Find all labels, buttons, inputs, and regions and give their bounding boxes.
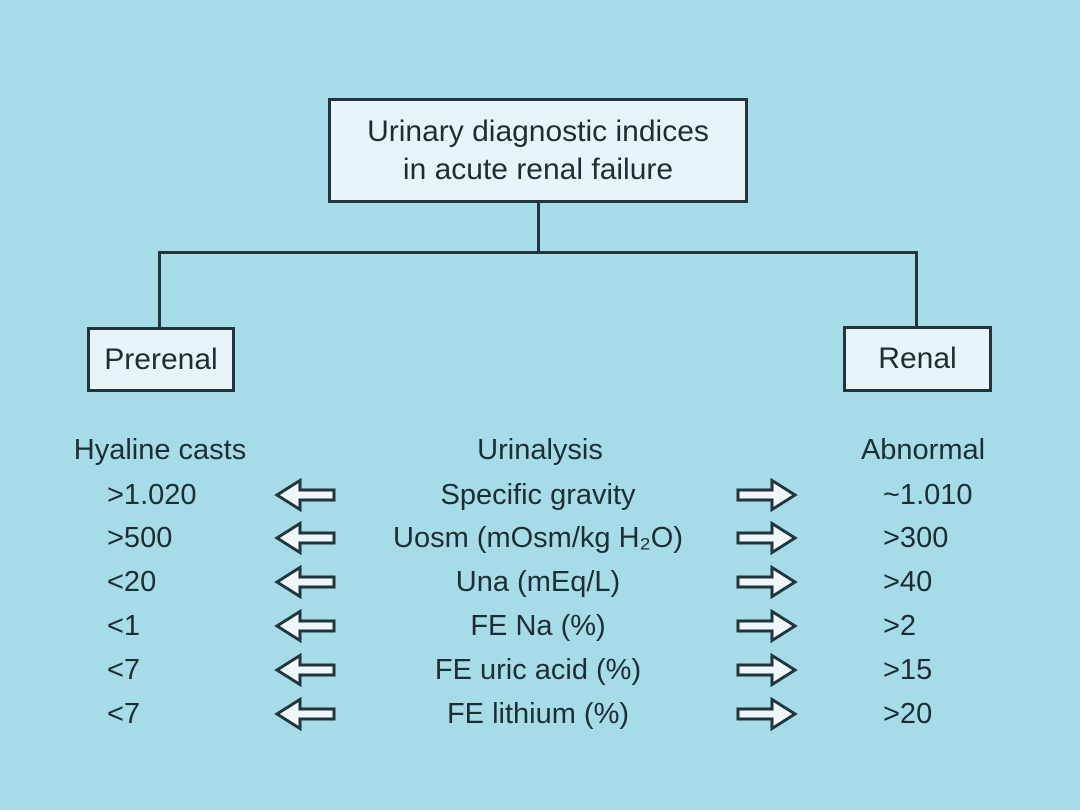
- urinalysis-test-label: Uosm (mOsm/kg H₂O): [393, 522, 683, 554]
- table-row: >500 Uosm (mOsm/kg H₂O) >300: [0, 520, 1080, 556]
- urinalysis-test-label: FE uric acid (%): [434, 654, 642, 686]
- renal-box: Renal: [843, 326, 992, 392]
- block-arrow-left-icon: [274, 608, 338, 644]
- renal-value: >15: [883, 654, 933, 686]
- block-arrow-left-icon: [274, 652, 338, 688]
- prerenal-value: >1.020: [107, 479, 197, 511]
- block-arrow-right-icon: [734, 696, 798, 732]
- table-row: <7 FE uric acid (%) >15: [0, 652, 1080, 688]
- title-line-1: Urinary diagnostic indices: [367, 114, 709, 148]
- connector-right-vertical: [915, 251, 918, 328]
- prerenal-value: >500: [107, 522, 173, 554]
- block-arrow-right-icon: [734, 520, 798, 556]
- prerenal-box-label: Prerenal: [104, 342, 218, 376]
- header-abnormal: Abnormal: [860, 434, 986, 466]
- prerenal-value: <1: [107, 610, 141, 642]
- urinalysis-test-label: FE Na (%): [470, 610, 606, 642]
- renal-value: >300: [883, 522, 949, 554]
- connector-left-vertical: [158, 251, 161, 329]
- renal-value: >40: [883, 566, 933, 598]
- table-header-row: Hyaline casts Urinalysis Abnormal: [0, 433, 1080, 467]
- connector-top-vertical: [537, 203, 540, 252]
- table-row: <20 Una (mEq/L) >40: [0, 564, 1080, 600]
- prerenal-value: <20: [107, 566, 157, 598]
- renal-value: >20: [883, 698, 933, 730]
- table-row: >1.020 Specific gravity ~1.010: [0, 477, 1080, 513]
- block-arrow-left-icon: [274, 477, 338, 513]
- title-box: Urinary diagnostic indices in acute rena…: [328, 98, 748, 203]
- block-arrow-left-icon: [274, 564, 338, 600]
- block-arrow-right-icon: [734, 564, 798, 600]
- urinalysis-test-label: Una (mEq/L): [455, 566, 621, 598]
- table-row: <7 FE lithium (%) >20: [0, 696, 1080, 732]
- urinalysis-test-label: FE lithium (%): [446, 698, 630, 730]
- title-line-2: in acute renal failure: [402, 152, 674, 186]
- prerenal-value: <7: [107, 654, 141, 686]
- renal-value: >2: [883, 610, 917, 642]
- block-arrow-left-icon: [274, 696, 338, 732]
- block-arrow-right-icon: [734, 608, 798, 644]
- prerenal-box: Prerenal: [87, 327, 235, 392]
- renal-box-label: Renal: [878, 342, 957, 375]
- prerenal-value: <7: [107, 698, 141, 730]
- header-hyaline-casts: Hyaline casts: [73, 434, 247, 466]
- urinalysis-test-label: Specific gravity: [440, 479, 636, 511]
- table-row: <1 FE Na (%) >2: [0, 608, 1080, 644]
- block-arrow-left-icon: [274, 520, 338, 556]
- header-urinalysis: Urinalysis: [477, 434, 603, 466]
- renal-value: ~1.010: [883, 479, 973, 511]
- block-arrow-right-icon: [734, 477, 798, 513]
- block-arrow-right-icon: [734, 652, 798, 688]
- connector-horizontal: [158, 251, 918, 254]
